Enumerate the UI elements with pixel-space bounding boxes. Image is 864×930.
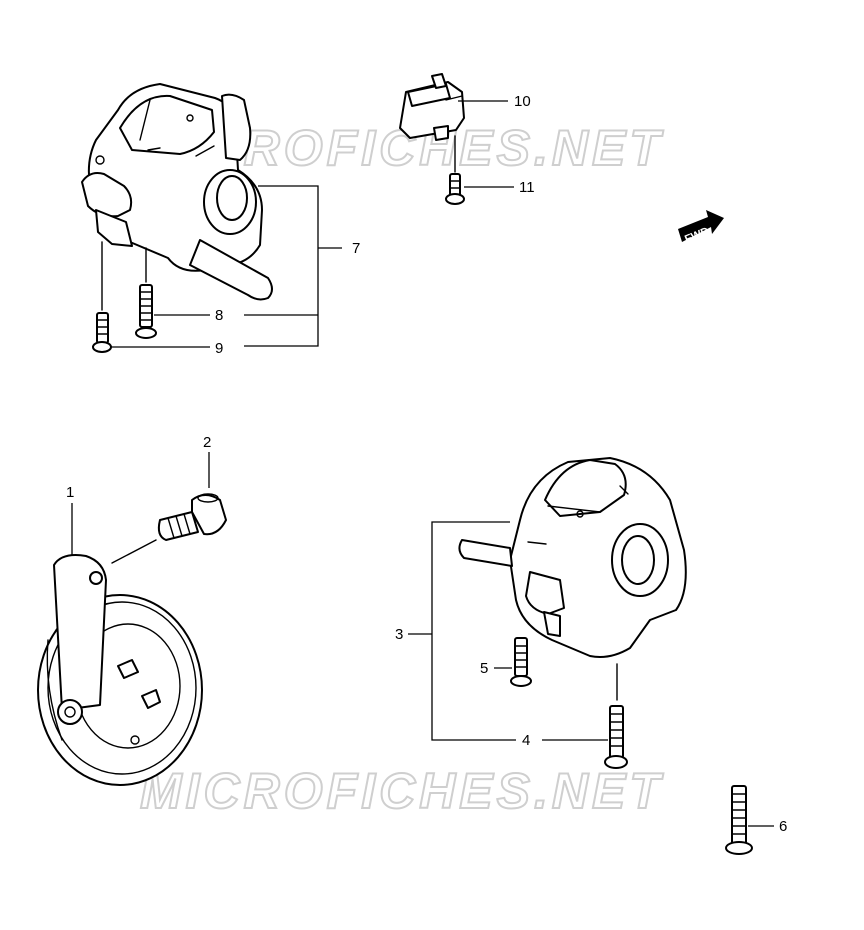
callout-4: 4 <box>522 732 530 749</box>
horn <box>37 554 203 786</box>
callout-3: 3 <box>395 626 403 643</box>
screw-9 <box>92 312 112 353</box>
forward-arrow-icon: FWD <box>678 210 724 246</box>
stop-switch-10 <box>399 73 465 141</box>
watermark-bottom: MICROFICHES.NET <box>140 763 664 819</box>
callout-2: 2 <box>203 434 211 451</box>
screw-11 <box>445 173 465 205</box>
screw-6 <box>725 785 753 855</box>
screw-5 <box>510 637 532 687</box>
left-handlebar-switch <box>81 83 273 301</box>
screw-4 <box>604 705 628 769</box>
callout-5: 5 <box>480 660 488 677</box>
callout-1: 1 <box>66 484 74 501</box>
callout-11: 11 <box>519 179 535 196</box>
callout-10: 10 <box>514 93 531 110</box>
bolt-2 <box>157 493 227 541</box>
callout-9: 9 <box>215 340 223 357</box>
callout-8: 8 <box>215 307 223 324</box>
screw-8 <box>135 284 157 339</box>
callout-7: 7 <box>352 240 360 257</box>
callout-6: 6 <box>779 818 787 835</box>
right-handlebar-switch <box>458 457 687 658</box>
